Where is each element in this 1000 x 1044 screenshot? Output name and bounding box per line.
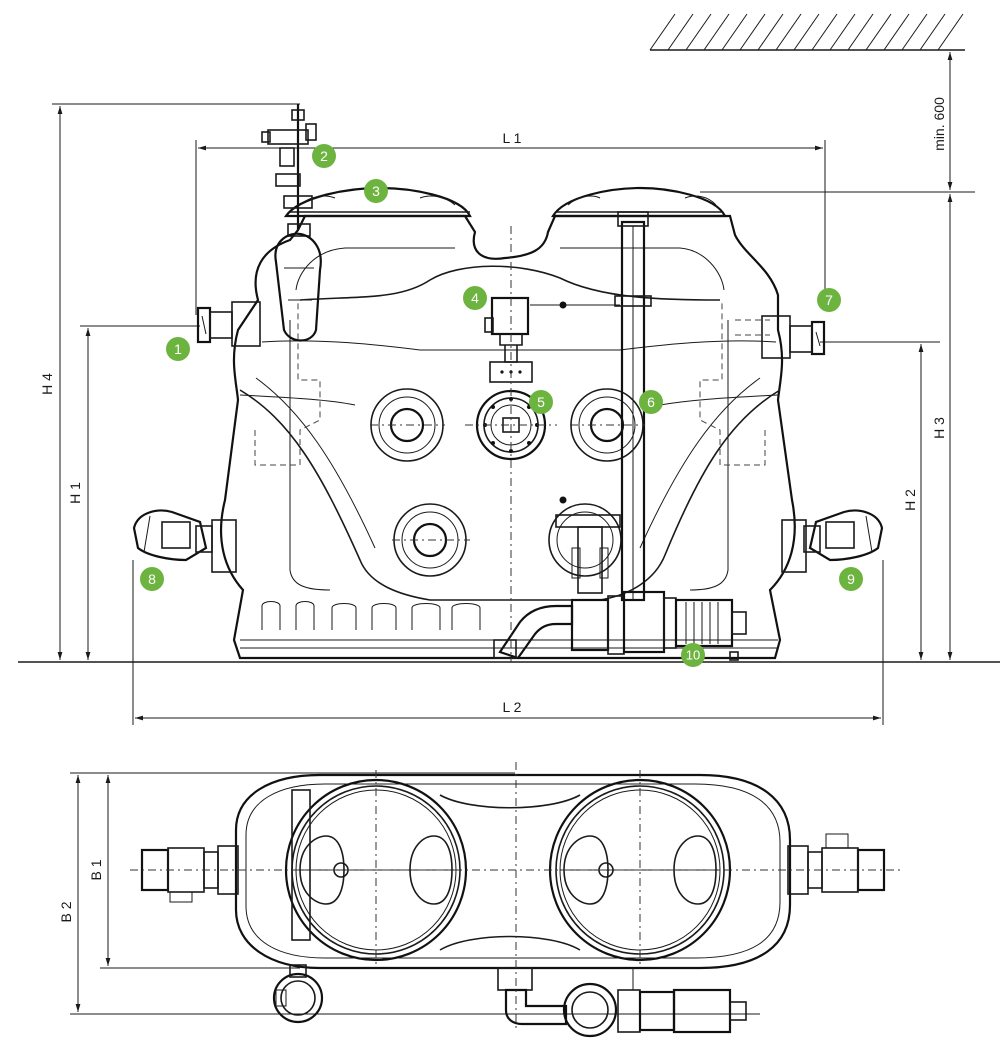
svg-text:1: 1 [174, 341, 182, 357]
dim-b1: B 1 [88, 859, 104, 880]
callout-badge-10: 10 [681, 643, 705, 667]
svg-text:7: 7 [825, 292, 833, 308]
svg-text:4: 4 [471, 290, 479, 306]
callout-badge-6: 6 [639, 390, 663, 414]
svg-text:9: 9 [847, 571, 855, 587]
tank-plan-view [130, 762, 900, 1038]
callout-badge-7: 7 [817, 288, 841, 312]
callout-badge-1: 1 [166, 337, 190, 361]
dim-h2: H 2 [902, 489, 918, 511]
pump-right [781, 509, 884, 573]
svg-text:3: 3 [372, 183, 380, 199]
callout-badge-9: 9 [839, 567, 863, 591]
pump-left [132, 509, 237, 573]
callout-badge-4: 4 [463, 286, 487, 310]
svg-text:6: 6 [647, 394, 655, 410]
dim-min600: min. 600 [931, 97, 947, 151]
ceiling-hatch [649, 13, 965, 51]
tank-front-view [132, 104, 884, 662]
callout-badge-3: 3 [364, 179, 388, 203]
callout-badge-2: 2 [312, 144, 336, 168]
svg-text:5: 5 [537, 394, 545, 410]
dim-h3: H 3 [931, 417, 947, 439]
dim-b2: B 2 [58, 901, 74, 922]
svg-text:8: 8 [148, 571, 156, 587]
dim-l2: L 2 [503, 699, 522, 715]
callout-badge-8: 8 [140, 567, 164, 591]
dim-h1: H 1 [67, 482, 83, 504]
callout-badge-5: 5 [529, 390, 553, 414]
svg-text:2: 2 [320, 148, 328, 164]
dimension-lines [52, 52, 975, 1015]
svg-text:10: 10 [686, 648, 700, 663]
dim-h4: H 4 [39, 373, 55, 395]
dim-l1: L 1 [503, 130, 522, 146]
